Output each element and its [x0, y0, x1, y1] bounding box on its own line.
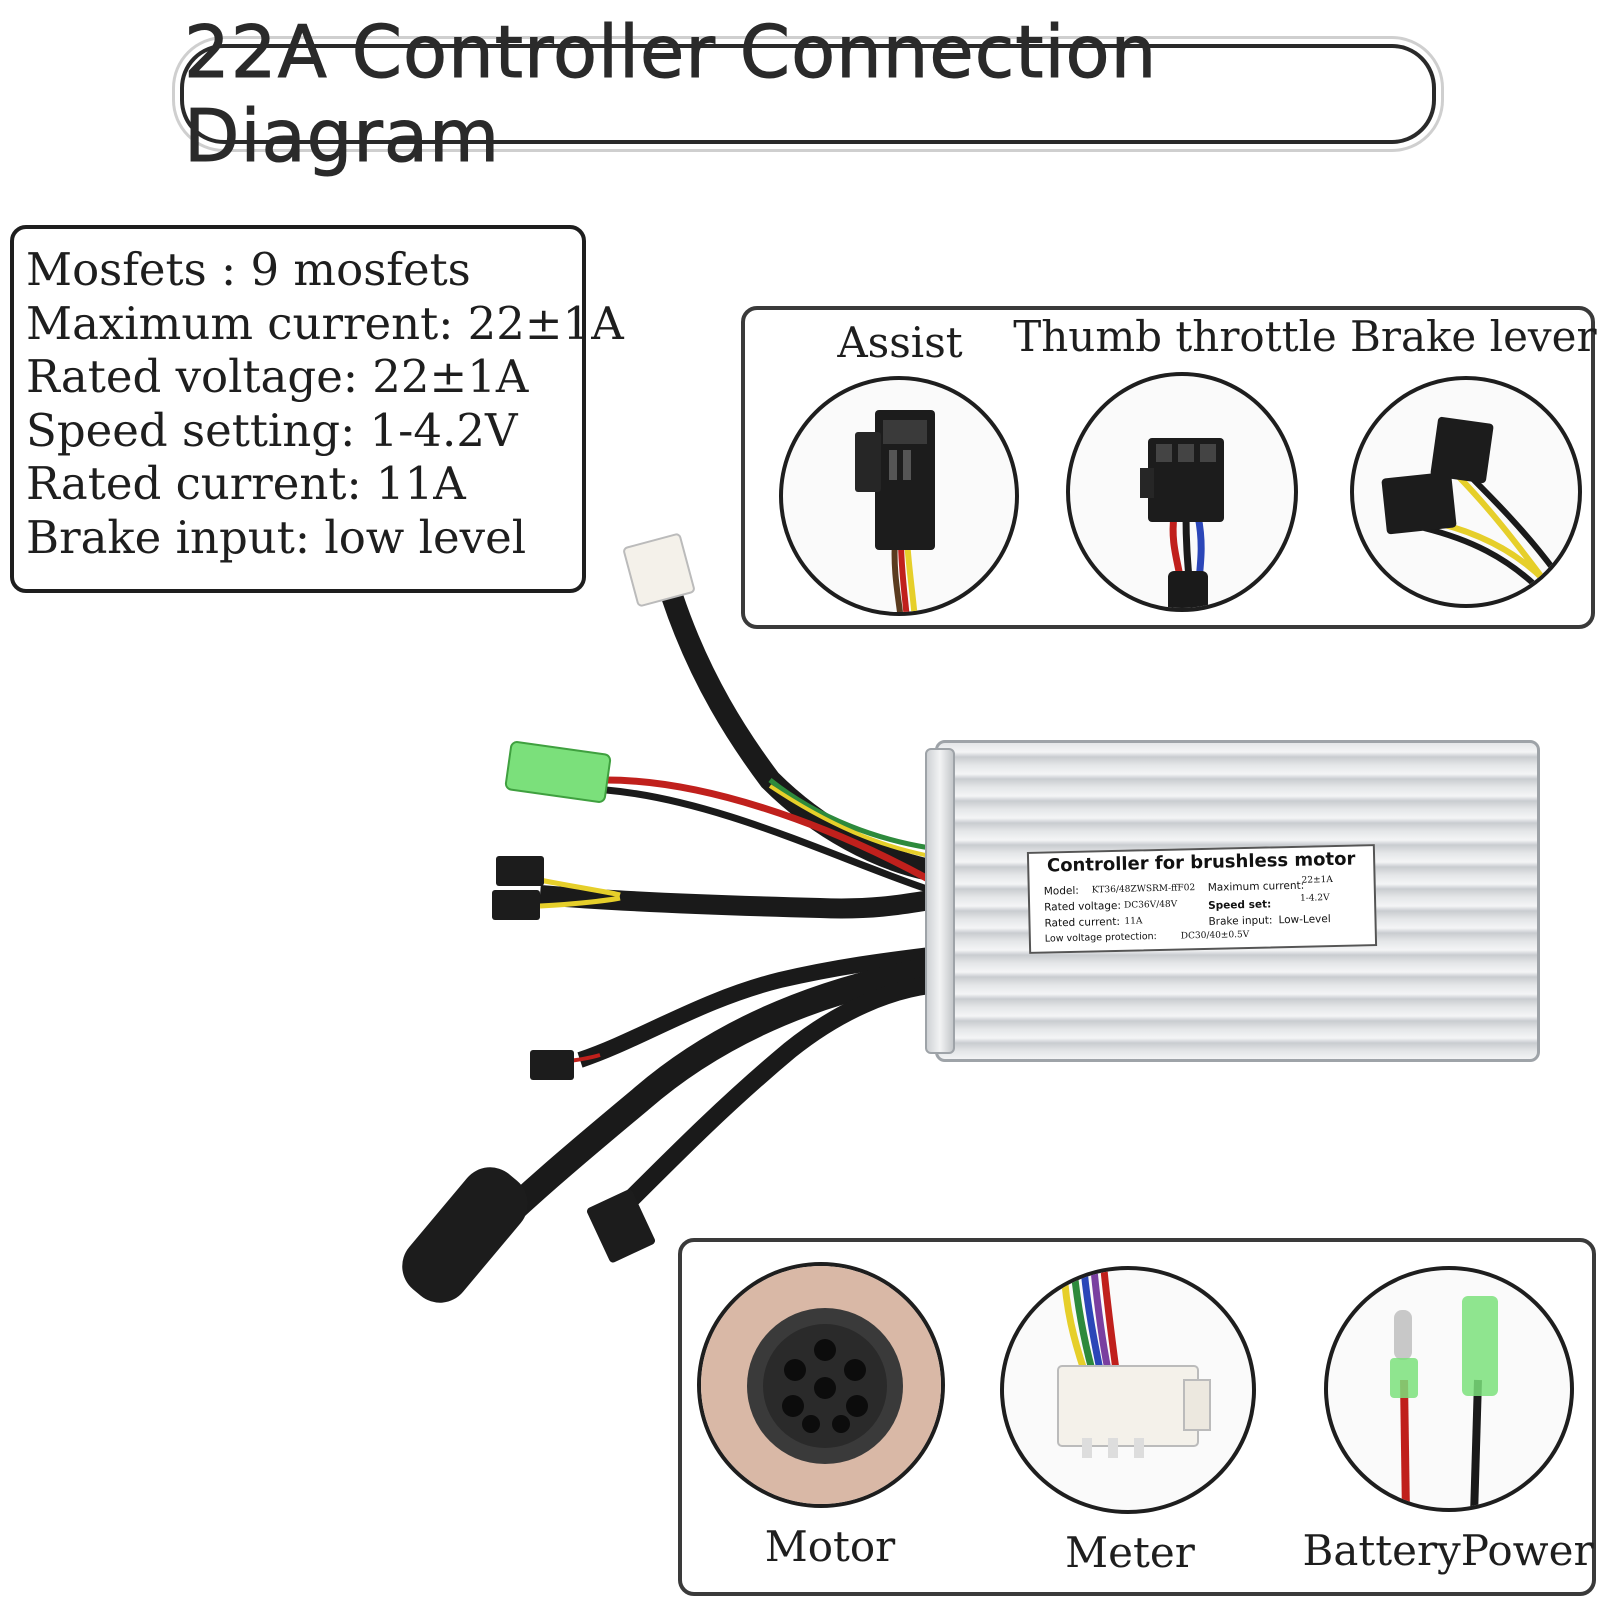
- label-speed-set-value: 1-4.2V: [1299, 893, 1330, 904]
- throttle-plug: [530, 1050, 574, 1080]
- battery-red-wire: [605, 776, 932, 884]
- label-brake-lever: Brake lever: [1350, 312, 1597, 361]
- label-low-voltage-value: DC30/40±0.5V: [1180, 929, 1250, 942]
- label-rated-current-key: Rated current:: [1044, 915, 1121, 930]
- thumb-throttle-connector-photo: [1066, 372, 1298, 612]
- assist-cable: [623, 976, 932, 1207]
- page-title: 22A Controller Connection Diagram: [184, 10, 1158, 179]
- meter-connector-photo: [1000, 1266, 1256, 1514]
- label-meter: Meter: [1065, 1528, 1195, 1577]
- label-low-voltage-key: Low voltage protection:: [1044, 931, 1157, 945]
- spec-brake-input: Brake input: low level: [26, 510, 527, 564]
- assist-connector-photo: [779, 376, 1019, 616]
- meter-cable: [661, 585, 941, 881]
- brake-plug-1: [496, 856, 544, 886]
- motor-connector-icon: [701, 1266, 941, 1504]
- motor-plug: [402, 1167, 528, 1303]
- label-max-current-key: Maximum current:: [1207, 879, 1305, 894]
- battery-power-connector-icon: [1390, 1296, 1498, 1508]
- label-brake-input-value: Low-Level: [1278, 913, 1331, 927]
- controller-end-cap: [925, 748, 955, 1054]
- battery-power-connector-photo: [1324, 1266, 1574, 1512]
- label-model-key: Model:: [1043, 884, 1079, 898]
- thumb-throttle-connector-icon: [1140, 438, 1224, 608]
- motor-cable: [447, 957, 943, 1273]
- brake-lever-connector-photo: [1350, 376, 1582, 608]
- label-battery-power: BatteryPower: [1302, 1526, 1594, 1575]
- label-assist: Assist: [837, 318, 963, 367]
- label-thumb-throttle: Thumb throttle: [1013, 312, 1337, 361]
- controller-label-title: Controller for brushless motor: [1046, 848, 1356, 877]
- spec-mosfets: Mosfets : 9 mosfets: [26, 243, 471, 296]
- spec-speed-setting: Speed setting: 1-4.2V: [26, 403, 518, 457]
- meter-connector-icon: [1057, 1270, 1211, 1458]
- battery-green-connector: [504, 741, 612, 803]
- brake-cable: [539, 885, 932, 919]
- title-banner: 22A Controller Connection Diagram: [180, 10, 1436, 179]
- label-rated-current-value: 11A: [1124, 916, 1143, 927]
- brake-plug-2: [492, 890, 540, 920]
- meter-plug: [623, 533, 695, 607]
- assist-plug: [586, 1189, 656, 1263]
- spec-box: Mosfets : 9 mosfets Maximum current: 22±…: [10, 225, 624, 593]
- battery-black-wire: [605, 786, 932, 894]
- label-speed-set-key: Speed set:: [1208, 898, 1272, 912]
- label-rated-voltage-key: Rated voltage:: [1044, 899, 1122, 914]
- spec-max-current: Maximum current: 22±1A: [26, 296, 624, 350]
- label-model-value: KT36/48ZWSRM-ffF02: [1091, 883, 1196, 896]
- label-motor: Motor: [764, 1522, 896, 1571]
- throttle-cable: [577, 947, 931, 1068]
- label-brake-input-key: Brake input:: [1208, 914, 1273, 928]
- label-rated-voltage-value: DC36V/48V: [1124, 899, 1178, 911]
- label-max-current-value: 22±1A: [1301, 875, 1333, 886]
- controller-label-plate: Controller for brushless motor Model: KT…: [1026, 844, 1378, 954]
- brake-lever-connector-icon: [1381, 416, 1557, 589]
- assist-connector-icon: [855, 410, 935, 612]
- spec-rated-voltage: Rated voltage: 22±1A: [26, 350, 529, 403]
- spec-rated-current: Rated current: 11A: [26, 457, 466, 510]
- motor-connector-photo: [697, 1262, 945, 1508]
